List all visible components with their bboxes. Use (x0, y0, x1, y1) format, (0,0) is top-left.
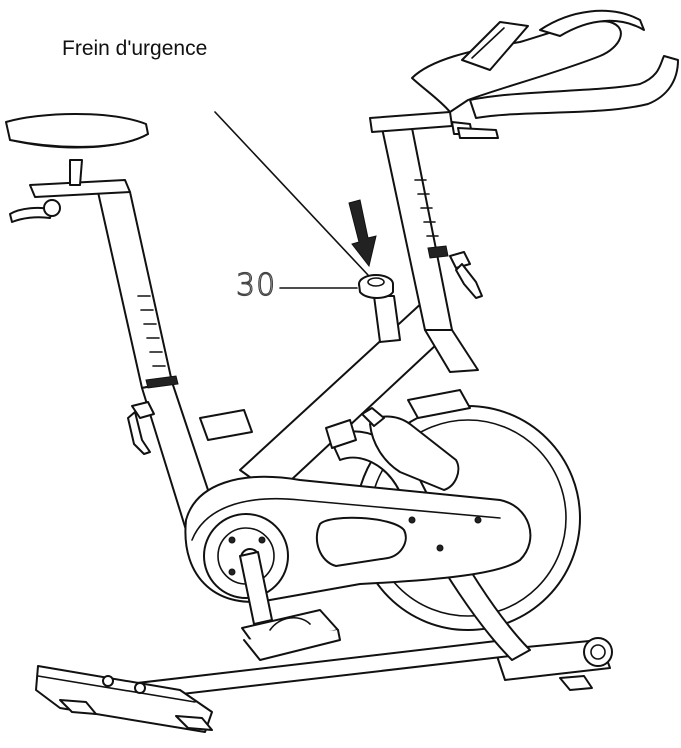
seat (5, 113, 149, 223)
emergency-brake-label: Frein d'urgence (62, 37, 208, 60)
rear-pedal (199, 409, 253, 441)
far-pedal (407, 389, 471, 419)
leader-line-brake (214, 111, 369, 276)
water-bottle (361, 407, 460, 491)
brake-knob (358, 274, 401, 343)
down-arrow-icon (348, 199, 377, 268)
part-number-30: 30 (235, 267, 277, 303)
rear-stabilizer (35, 665, 213, 733)
handlebar (369, 9, 679, 139)
seat-post (97, 191, 219, 531)
seat-knob (127, 401, 155, 455)
console (461, 21, 529, 71)
pedal (239, 551, 341, 661)
